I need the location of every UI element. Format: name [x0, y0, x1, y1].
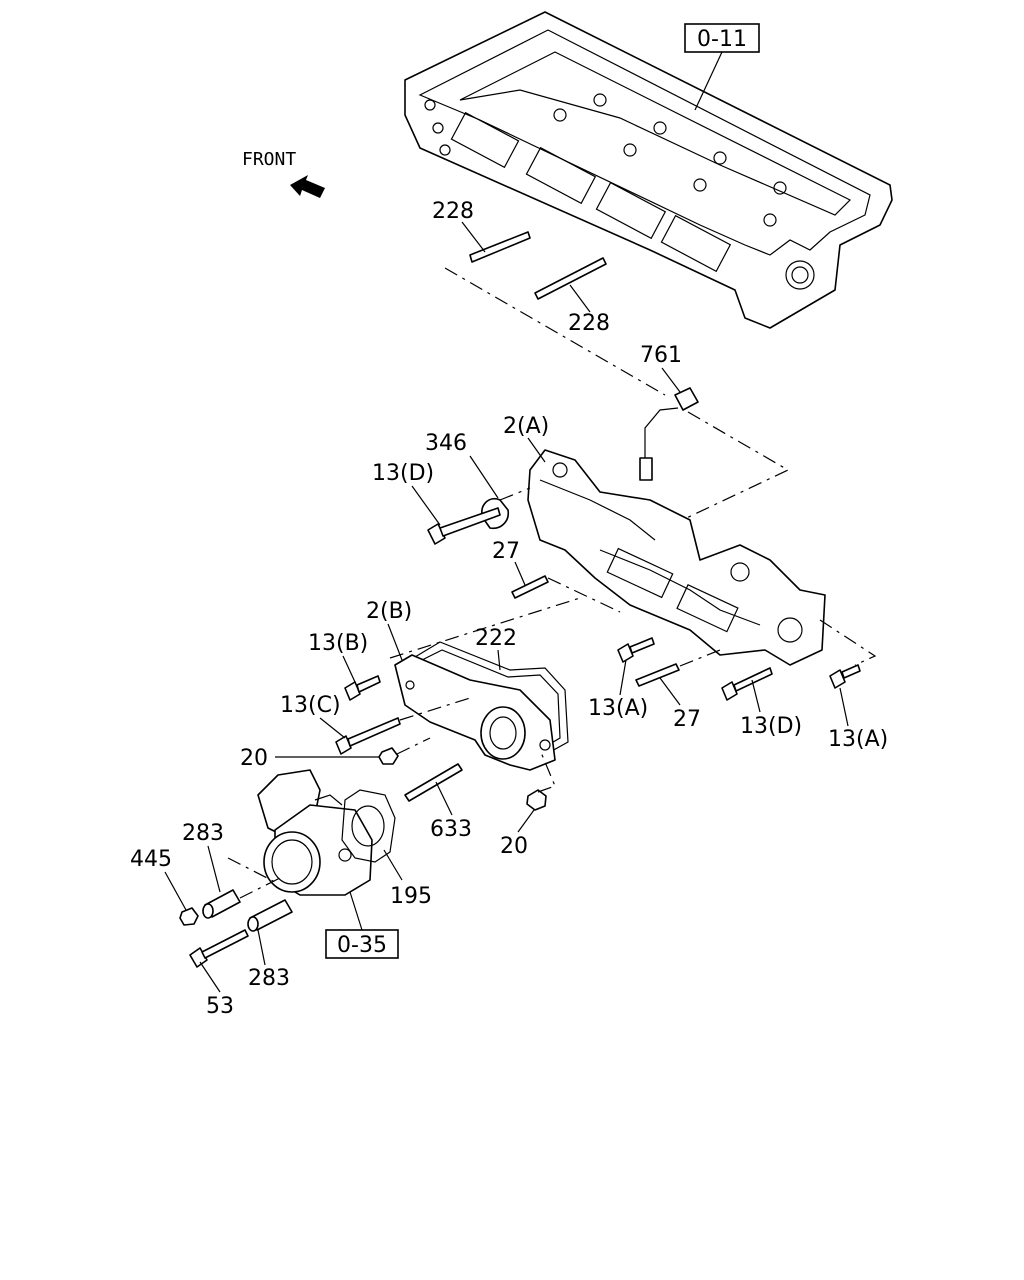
label-13c: 13(C) — [280, 693, 341, 718]
label-13a-right: 13(A) — [828, 727, 888, 752]
sleeve-283-top — [202, 889, 241, 919]
label-445: 445 — [130, 847, 172, 872]
label-13a-mid: 13(A) — [588, 696, 648, 721]
bolt-13d-right — [721, 667, 773, 701]
svg-text:0-35: 0-35 — [337, 933, 387, 958]
svg-text:0-11: 0-11 — [697, 27, 747, 52]
cylinder-head — [404, 11, 893, 329]
stud-27-top — [511, 575, 549, 599]
label-2b: 2(B) — [366, 599, 412, 624]
label-2a: 2(A) — [503, 414, 549, 439]
label-346: 346 — [425, 431, 467, 456]
throttle-body — [257, 769, 373, 896]
label-283-top: 283 — [182, 821, 224, 846]
sensor-761 — [639, 387, 699, 481]
stud-27-mid — [635, 663, 680, 687]
label-195: 195 — [390, 884, 432, 909]
bolt-13c — [335, 717, 401, 755]
bolt-13b — [344, 675, 381, 701]
bolt-13d-left — [427, 507, 501, 545]
label-20-bottom: 20 — [500, 834, 528, 859]
label-20-left: 20 — [240, 746, 268, 771]
bolt-13a-mid — [617, 637, 655, 663]
stud-228-upper — [469, 231, 531, 263]
nut-20-bottom — [526, 789, 547, 811]
label-27-mid: 27 — [673, 707, 701, 732]
label-13b: 13(B) — [308, 631, 368, 656]
label-13d-right: 13(D) — [740, 714, 802, 739]
stud-633 — [404, 763, 463, 802]
label-53: 53 — [206, 994, 234, 1019]
intake-manifold-2a — [527, 449, 826, 666]
reference-box-0-35[interactable]: 0-35 — [325, 929, 399, 959]
intake-elbow-2b — [394, 654, 556, 771]
label-222: 222 — [475, 626, 517, 651]
stud-228-lower — [534, 257, 607, 300]
nut-445 — [179, 907, 199, 926]
label-761: 761 — [640, 343, 682, 368]
label-13d-left: 13(D) — [372, 461, 434, 486]
bolt-13a-right — [829, 664, 861, 689]
reference-box-0-11[interactable]: 0-11 — [684, 23, 760, 53]
label-228-top: 228 — [432, 199, 474, 224]
front-arrow-icon — [290, 175, 325, 198]
gasket-195 — [341, 789, 396, 863]
label-228-bottom: 228 — [568, 311, 610, 336]
front-label: FRONT — [242, 149, 296, 170]
label-283-bottom: 283 — [248, 966, 290, 991]
label-633: 633 — [430, 817, 472, 842]
bolt-53 — [189, 929, 249, 968]
nut-20-left — [378, 747, 399, 765]
label-27-top: 27 — [492, 539, 520, 564]
sleeve-283-bottom — [247, 899, 293, 932]
